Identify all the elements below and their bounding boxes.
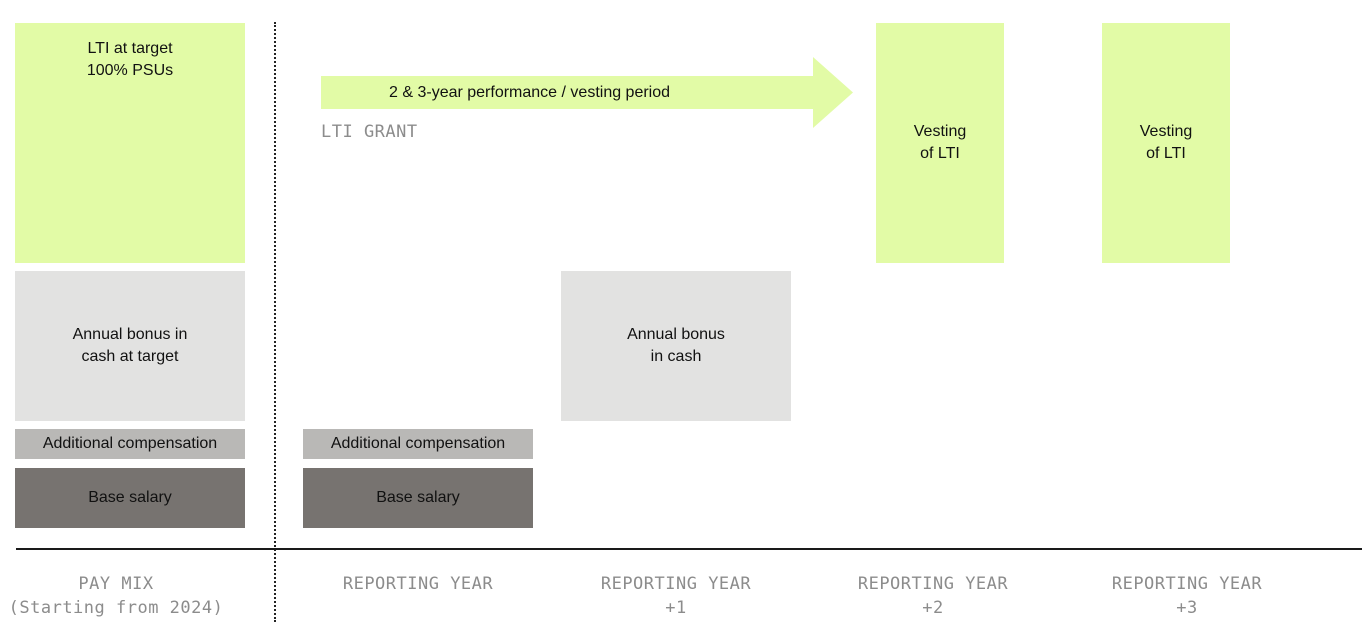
reporting-year-base-salary-label: Base salary — [376, 489, 460, 506]
performance-vesting-arrow-shape — [321, 57, 853, 128]
pay-mix-base-salary-box: Base salary — [15, 468, 245, 528]
pay-mix-lti-box: LTI at target 100% PSUs — [15, 23, 245, 263]
axis-label-reporting-year-1: REPORTING YEAR +1 — [561, 572, 791, 620]
performance-vesting-arrow — [321, 57, 853, 128]
reporting-year-2-vesting-box: Vesting of LTI — [876, 23, 1004, 263]
axis-label-pay-mix-line1: PAY MIX — [78, 574, 154, 594]
pay-mix-bonus-line2: cash at target — [81, 348, 179, 365]
axis-label-pay-mix: PAY MIX (Starting from 2024) — [0, 572, 232, 620]
column-divider — [274, 22, 276, 622]
axis-label-reporting-year-2: REPORTING YEAR +2 — [818, 572, 1048, 620]
axis-label-reporting-year-1-line2: +1 — [665, 598, 687, 618]
pay-mix-bonus-box: Annual bonus in cash at target — [15, 271, 245, 421]
axis-label-reporting-year-3-line1: REPORTING YEAR — [1111, 574, 1263, 594]
reporting-year-additional-compensation-label: Additional compensation — [330, 435, 506, 452]
reporting-year-3-vesting-line2: of LTI — [1146, 145, 1186, 162]
reporting-year-1-bonus-box: Annual bonus in cash — [561, 271, 791, 421]
lti-grant-label: LTI GRANT — [321, 122, 418, 142]
pay-mix-base-salary-label: Base salary — [88, 489, 172, 506]
axis-label-reporting-year-line1: REPORTING YEAR — [342, 574, 494, 594]
axis-label-reporting-year-2-line1: REPORTING YEAR — [857, 574, 1009, 594]
reporting-year-1-bonus-line1: Annual bonus — [627, 326, 725, 343]
performance-vesting-arrow-label: 2 & 3-year performance / vesting period — [389, 84, 671, 101]
axis-label-reporting-year-3-line2: +3 — [1176, 598, 1198, 618]
reporting-year-3-vesting-box: Vesting of LTI — [1102, 23, 1230, 263]
pay-mix-additional-compensation-label: Additional compensation — [42, 435, 218, 452]
pay-mix-lti-line1: LTI at target — [87, 40, 173, 57]
axis-label-reporting-year-3: REPORTING YEAR +3 — [1072, 572, 1302, 620]
axis-label-reporting-year-2-line2: +2 — [922, 598, 944, 618]
pay-mix-additional-compensation-box: Additional compensation — [15, 429, 245, 459]
timeline-baseline — [16, 548, 1362, 550]
reporting-year-base-salary-box: Base salary — [303, 468, 533, 528]
reporting-year-2-vesting-line2: of LTI — [920, 145, 960, 162]
axis-label-reporting-year: REPORTING YEAR — [303, 572, 533, 596]
axis-label-pay-mix-line2: (Starting from 2024) — [8, 598, 224, 618]
axis-label-reporting-year-1-line1: REPORTING YEAR — [600, 574, 752, 594]
reporting-year-3-vesting-line1: Vesting — [1139, 123, 1193, 140]
reporting-year-1-bonus-line2: in cash — [650, 348, 702, 365]
reporting-year-2-vesting-line1: Vesting — [913, 123, 967, 140]
pay-mix-lti-line2: 100% PSUs — [86, 62, 174, 79]
pay-mix-bonus-line1: Annual bonus in — [72, 326, 188, 343]
reporting-year-additional-compensation-box: Additional compensation — [303, 429, 533, 459]
